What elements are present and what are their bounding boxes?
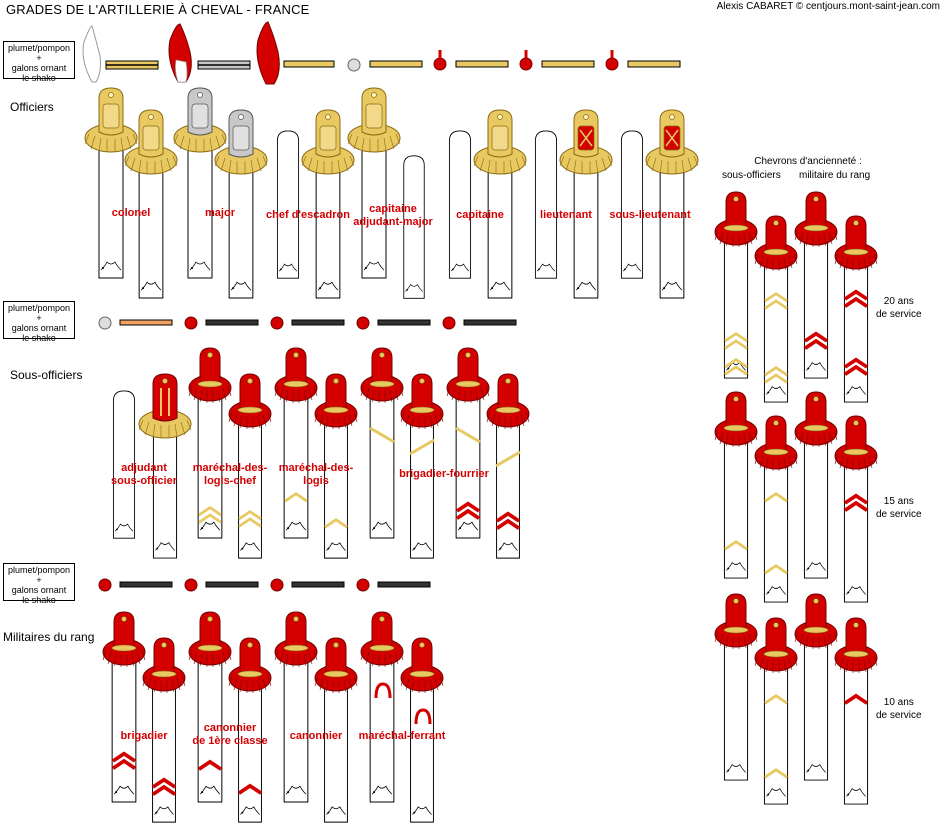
pompon-red-icon xyxy=(519,57,533,71)
rank-label-canonnier-1ere-classe: canonnier de 1ère classe xyxy=(192,722,267,748)
plume-label-troops: plumet/pompon + galons ornant le shako xyxy=(3,563,75,605)
section-troops: Militaires du rang xyxy=(3,630,95,644)
page-title: GRADES DE L'ARTILLERIE À CHEVAL - FRANCE xyxy=(6,2,310,17)
white-plume-icon xyxy=(82,25,101,83)
galon-gold xyxy=(283,60,335,68)
rank-label-line: logis-chef xyxy=(204,475,256,487)
plume-label-line: + xyxy=(36,575,42,585)
pompon-red-icon xyxy=(98,578,112,592)
rank-label-adjudant: adjudant sous-officier xyxy=(111,462,177,488)
section-ncos: Sous-officiers xyxy=(10,368,83,382)
credit-text: Alexis CABARET © centjours.mont-saint-je… xyxy=(716,1,940,12)
galon-gold xyxy=(369,60,423,68)
galon-black xyxy=(119,581,173,588)
seniority-subtitle-troops: militaire du rang xyxy=(799,170,871,181)
plume-label-officers: plumet/pompon + galons ornant le shako xyxy=(3,41,75,83)
service-line: de service xyxy=(876,710,922,721)
galon-black xyxy=(463,319,517,326)
pompon-red-icon xyxy=(356,316,370,330)
service-20-years: 20 ans de service xyxy=(876,295,922,321)
galon-black xyxy=(205,581,259,588)
plume-label-line: galons ornant xyxy=(11,63,67,73)
galon-gold xyxy=(455,60,509,68)
galon-black xyxy=(377,581,431,588)
galon-black xyxy=(205,319,259,326)
rank-label-line: de 1ère classe xyxy=(192,735,268,747)
officer-insignia xyxy=(84,87,699,299)
plume-label-line: plumet/pompon xyxy=(7,303,71,313)
horseshoe-icon xyxy=(374,682,392,699)
rank-label-line: sous-officier xyxy=(110,475,178,487)
rank-label-capitaine: capitaine xyxy=(456,209,504,221)
pompon-red-icon xyxy=(270,578,284,592)
rank-label-line: adjudant-major xyxy=(353,216,433,228)
rank-label-capitaine-adjudant-major: capitaine adjudant-major xyxy=(353,203,432,229)
rank-label-marechal-ferrant: maréchal-ferrant xyxy=(358,730,446,742)
rank-label-chef-escadron: chef d'escadron xyxy=(266,209,350,221)
nco-insignia xyxy=(112,347,530,559)
service-line: 15 ans xyxy=(883,496,914,507)
plume-label-line: plumet/pompon xyxy=(7,565,71,575)
pompon-silver-icon xyxy=(98,316,112,330)
horseshoe-icon xyxy=(414,708,432,725)
pompon-red-icon xyxy=(184,316,198,330)
galon-black xyxy=(377,319,431,326)
rank-label-colonel: colonel xyxy=(111,207,151,219)
officer-plumes xyxy=(82,21,681,85)
galon-black xyxy=(291,319,345,326)
rank-label-major: major xyxy=(205,207,235,219)
rank-label-marechal-des-logis-chef: maréchal-des- logis-chef xyxy=(193,462,268,488)
pompon-red-icon xyxy=(184,578,198,592)
nco-pompons xyxy=(98,316,517,330)
rank-label-lieutenant: lieutenant xyxy=(540,209,592,221)
plume-label-ncos: plumet/pompon + galons ornant le shako xyxy=(3,301,75,343)
seniority-15 xyxy=(714,391,878,603)
rank-label-line: capitaine xyxy=(369,203,417,215)
rank-label-line: canonnier xyxy=(203,722,257,734)
service-15-years: 15 ans de service xyxy=(876,495,922,521)
seniority-20 xyxy=(714,191,878,403)
troop-insignia xyxy=(102,611,444,823)
plume-label-line: le shako xyxy=(22,595,56,605)
service-10-years: 10 ans de service xyxy=(876,696,922,722)
plume-label-line: le shako xyxy=(22,73,56,83)
troop-pompons xyxy=(98,578,431,592)
galon-gold xyxy=(627,60,681,68)
pompon-red-icon xyxy=(605,57,619,71)
section-officers: Officiers xyxy=(10,100,54,114)
seniority-10 xyxy=(714,593,878,805)
plume-label-line: galons ornant xyxy=(11,585,67,595)
service-line: de service xyxy=(876,509,922,520)
galon-gold xyxy=(541,60,595,68)
rank-label-canonnier: canonnier xyxy=(289,730,343,742)
seniority-subtitle-ncos: sous-officiers xyxy=(722,170,781,181)
service-line: de service xyxy=(876,309,922,320)
pompon-red-icon xyxy=(433,57,447,71)
service-line: 20 ans xyxy=(883,296,914,307)
pompon-red-icon xyxy=(356,578,370,592)
seniority-title: Chevrons d'ancienneté : xyxy=(754,156,862,167)
pompon-silver-icon xyxy=(347,58,361,72)
rank-label-line: logis xyxy=(303,475,329,487)
service-line: 10 ans xyxy=(883,697,914,708)
rank-label-sous-lieutenant: sous-lieutenant xyxy=(609,209,691,221)
pompon-red-icon xyxy=(442,316,456,330)
pompon-red-icon xyxy=(270,316,284,330)
rank-label-line: maréchal-des- xyxy=(192,462,268,474)
galon-orange xyxy=(119,319,173,326)
plume-label-line: + xyxy=(36,313,42,323)
plume-label-line: + xyxy=(36,53,42,63)
rank-label-line: maréchal-des- xyxy=(278,462,354,474)
galon-black xyxy=(291,581,345,588)
rank-label-marechal-des-logis: maréchal-des- logis xyxy=(279,462,354,488)
rank-label-brigadier: brigadier xyxy=(120,730,168,742)
plume-label-line: le shako xyxy=(22,333,56,343)
red-plume-icon xyxy=(256,21,280,85)
rank-label-brigadier-fourrier: brigadier-fourrier xyxy=(399,468,489,480)
plume-label-line: plumet/pompon xyxy=(7,43,71,53)
rank-label-line: adjudant xyxy=(121,462,167,474)
plume-label-line: galons ornant xyxy=(11,323,67,333)
